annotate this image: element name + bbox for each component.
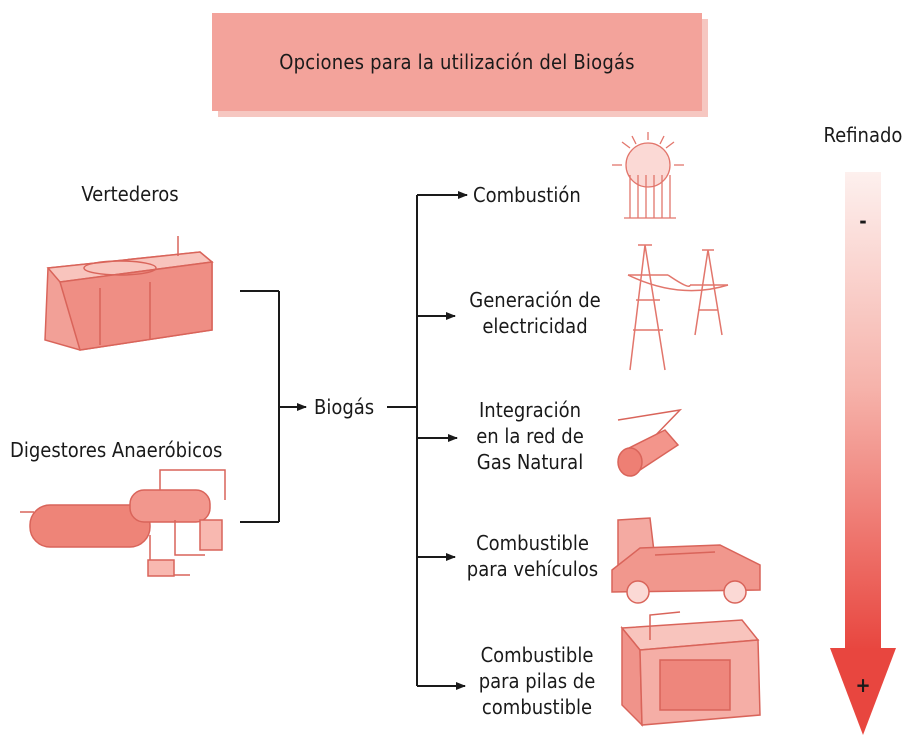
use-electricidad: Generación de electricidad xyxy=(450,287,620,339)
use-gas-natural: Integración en la red de Gas Natural xyxy=(460,397,600,475)
title-box: Opciones para la utilización del Biogás xyxy=(212,13,702,111)
use-gas-natural-line-2: en la red de xyxy=(476,424,584,448)
anaerobic-digester-icon xyxy=(20,469,226,577)
diagram-title: Opciones para la utilización del Biogás xyxy=(279,50,635,74)
use-vehiculos-line-1: Combustible xyxy=(476,531,589,555)
fuel-cell-icon xyxy=(620,611,761,727)
source-bracket xyxy=(240,290,280,523)
refinado-label: Refinado xyxy=(823,123,903,147)
refinado-min: - xyxy=(859,209,867,233)
use-pilas: Combustible para pilas de combustible xyxy=(462,642,612,720)
refinado-arrow xyxy=(830,172,896,735)
refinado-max: + xyxy=(855,673,871,697)
use-pilas-line-3: combustible xyxy=(481,695,593,719)
power-tower-icon xyxy=(627,244,729,371)
use-electricidad-line-2: electricidad xyxy=(482,314,588,338)
flare-icon xyxy=(612,132,684,219)
vehicle-icon xyxy=(611,517,761,604)
use-vehiculos-line-2: para vehículos xyxy=(466,557,599,581)
use-pilas-line-1: Combustible xyxy=(480,643,594,667)
use-combustion: Combustión xyxy=(473,183,581,207)
use-gas-natural-line-3: Gas Natural xyxy=(476,450,584,474)
hub-biogas: Biogás xyxy=(314,395,375,419)
use-electricidad-line-1: Generación de xyxy=(469,288,601,312)
gas-pipe-icon xyxy=(617,408,683,477)
use-pilas-line-2: para pilas de xyxy=(478,669,596,693)
use-vehiculos: Combustible para vehículos xyxy=(455,530,610,582)
use-gas-natural-line-1: Integración xyxy=(479,398,581,422)
source-vertederos: Vertederos xyxy=(81,182,179,206)
source-digestores: Digestores Anaeróbicos xyxy=(10,438,223,462)
landfill-icon xyxy=(44,236,214,351)
